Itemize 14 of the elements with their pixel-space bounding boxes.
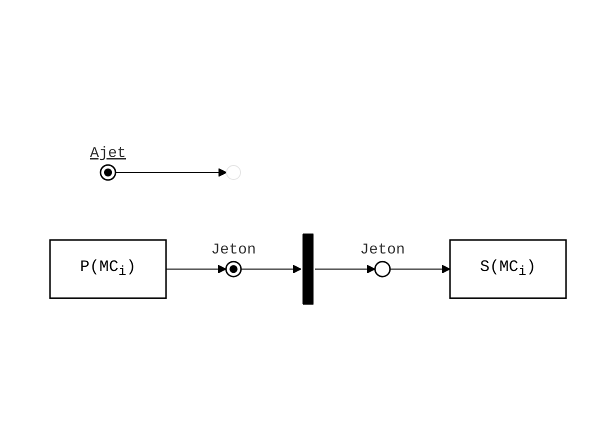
arrow [166, 265, 226, 274]
arrow [314, 265, 376, 274]
node-circle [374, 261, 391, 278]
arrow [390, 265, 450, 274]
arrow [115, 168, 227, 178]
node-box: P(MC$_{i}$) [49, 240, 167, 300]
node-box: S(MC$_{i}$) [449, 240, 567, 300]
node-circle [100, 164, 116, 182]
node-circle [226, 165, 241, 180]
place-label: Ajet [90, 145, 126, 162]
node-circle [225, 261, 242, 278]
arrow [240, 265, 302, 274]
place-label: Jeton [211, 242, 256, 260]
place-label: Jeton [360, 242, 405, 260]
